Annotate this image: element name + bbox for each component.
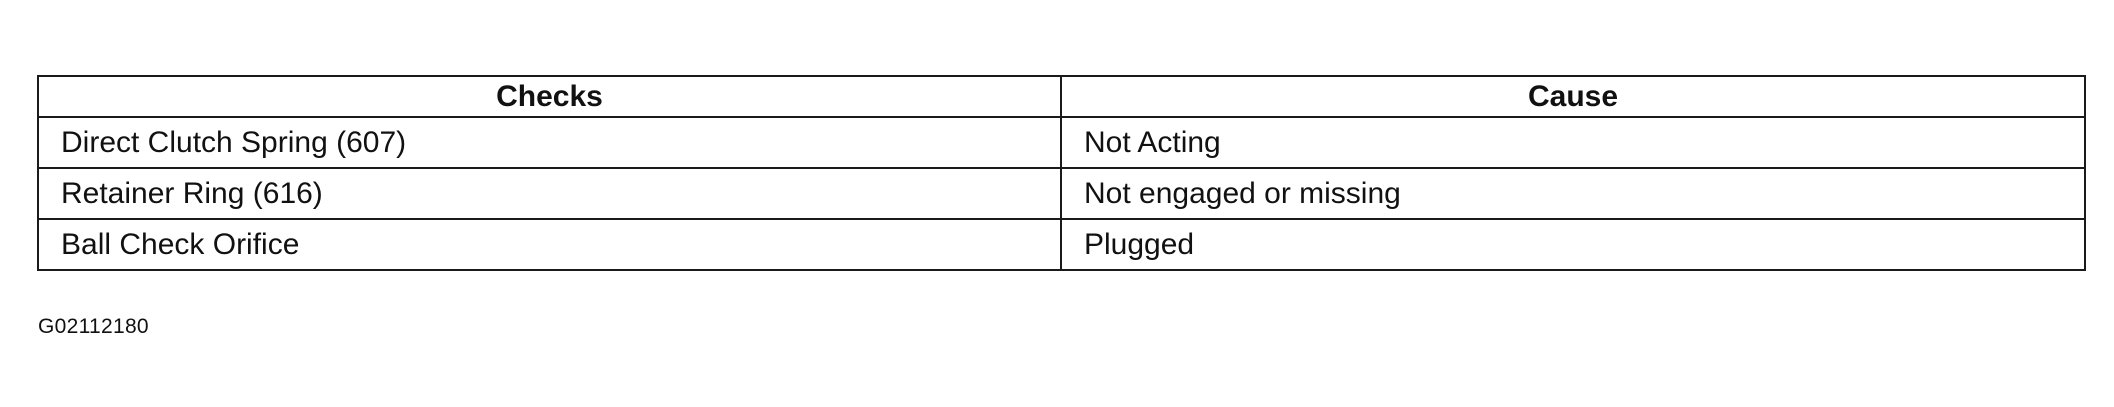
table-cell-check: Direct Clutch Spring (607) — [37, 116, 1062, 169]
column-header-cause: Cause — [1060, 75, 2086, 118]
column-header-checks: Checks — [37, 75, 1062, 118]
table-cell-cause: Plugged — [1060, 218, 2086, 271]
diagnosis-table: Checks Cause Direct Clutch Spring (607) … — [37, 75, 2086, 271]
table-row: Ball Check Orifice Plugged — [37, 218, 2086, 271]
figure-id: G02112180 — [38, 315, 149, 338]
table-header-row: Checks Cause — [37, 75, 2086, 118]
table-cell-check: Retainer Ring (616) — [37, 167, 1062, 220]
table-cell-cause: Not engaged or missing — [1060, 167, 2086, 220]
table-cell-cause: Not Acting — [1060, 116, 2086, 169]
table-cell-check: Ball Check Orifice — [37, 218, 1062, 271]
table-row: Retainer Ring (616) Not engaged or missi… — [37, 167, 2086, 220]
diagnosis-table-container: Checks Cause Direct Clutch Spring (607) … — [37, 75, 2086, 271]
table-row: Direct Clutch Spring (607) Not Acting — [37, 116, 2086, 169]
